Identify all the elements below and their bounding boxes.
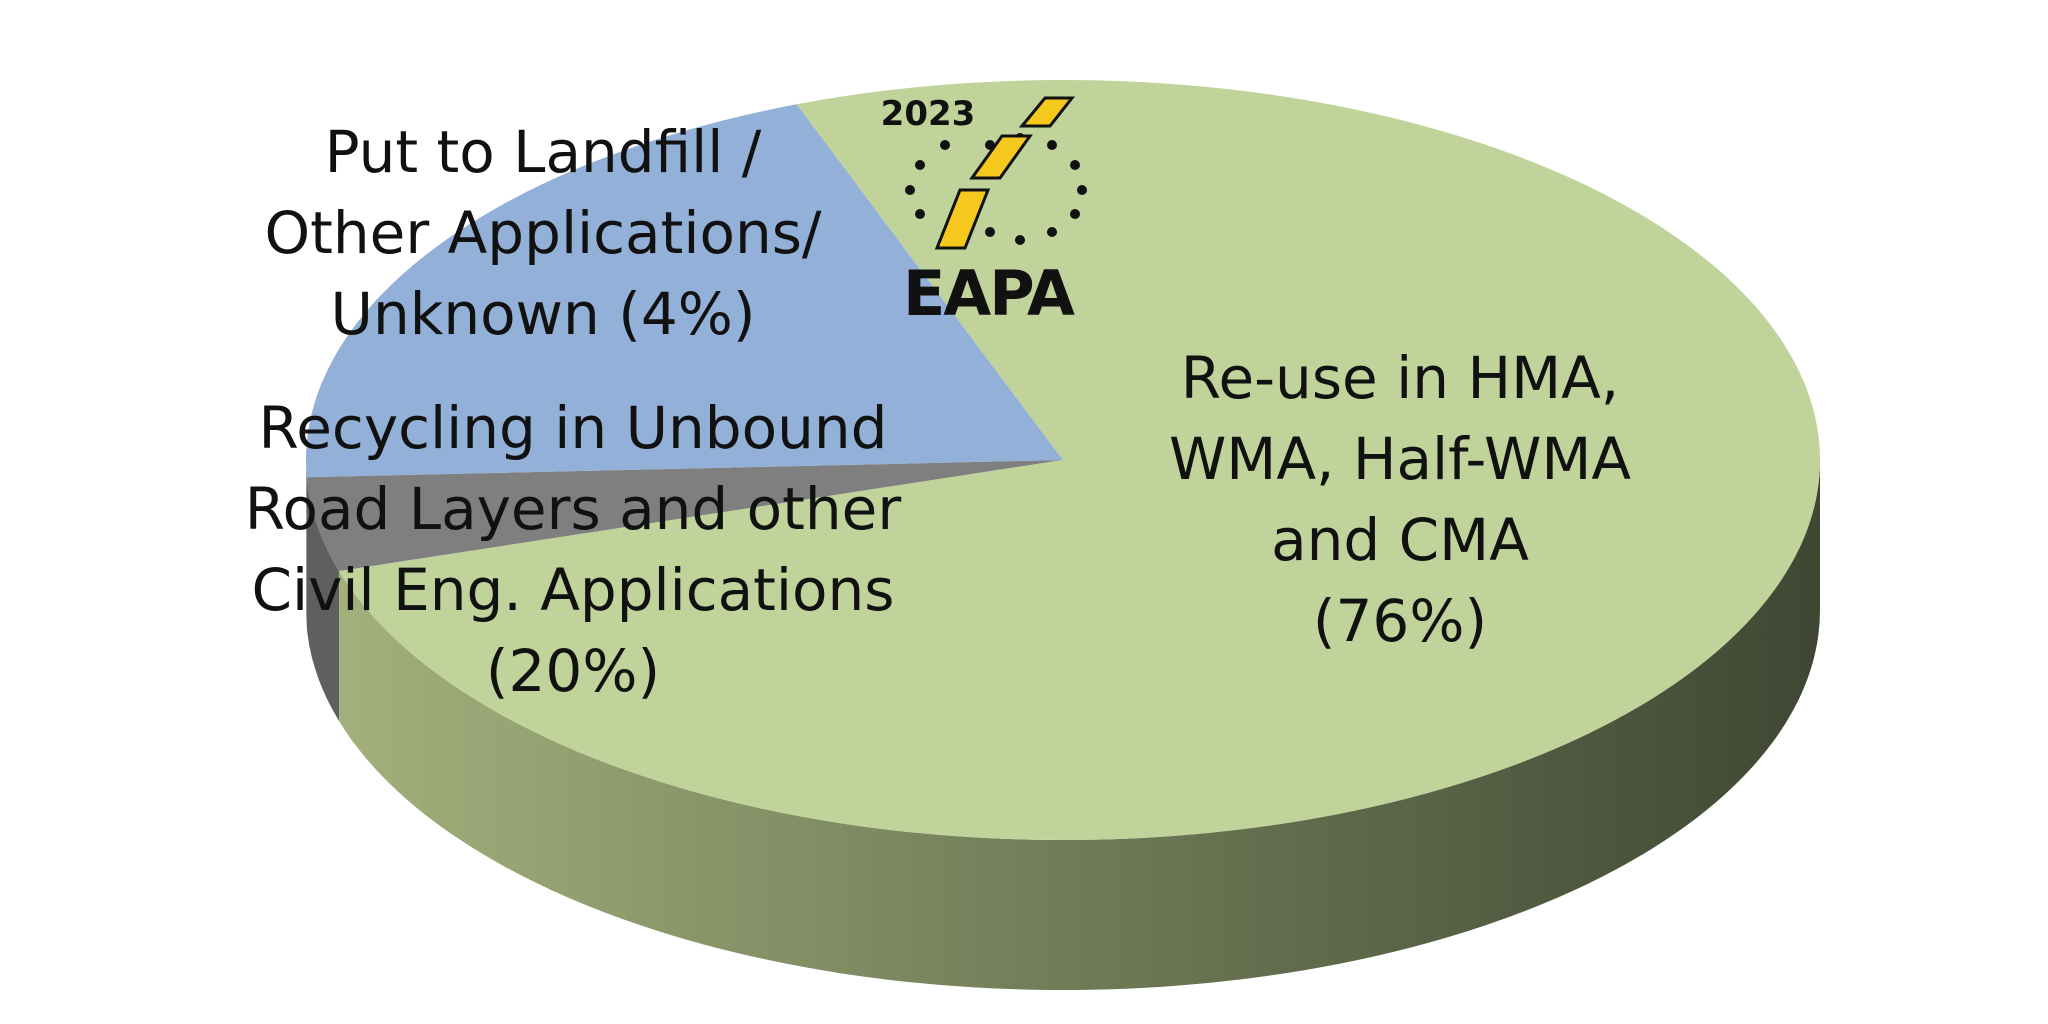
data-label-line: (20%) [486, 637, 660, 705]
logo-road-marks [934, 96, 1076, 250]
logo-wordmark: EAPA [903, 257, 1075, 330]
slice-side-reuse [339, 460, 1821, 991]
data-label-line: WMA, Half-WMA [1169, 425, 1631, 493]
data-label-line: Unknown (4%) [331, 280, 756, 348]
data-label-line: Re-use in HMA, [1181, 344, 1619, 412]
data-label-line: Other Applications/ [265, 199, 822, 267]
data-label-line: Put to Landfill / [325, 118, 762, 186]
data-label-line: Recycling in Unbound [259, 394, 888, 462]
data-label-line: (76%) [1313, 587, 1487, 655]
pie-sides [306, 460, 1821, 991]
eapa-logo: 2023 EAPA [881, 94, 1087, 330]
data-label-line: and CMA [1271, 506, 1529, 574]
slice-landfill [306, 460, 1063, 572]
slice-reuse [339, 79, 1820, 840]
data-label-reuse: Re-use in HMA, WMA, Half-WMA and CMA (76%) [1169, 344, 1631, 655]
data-label-line: Civil Eng. Applications [252, 556, 895, 624]
data-label-landfill: Put to Landfill / Other Applications/Unkn… [265, 118, 822, 348]
slice-recycling [305, 104, 1063, 478]
pie-tops [305, 79, 1820, 840]
logo-year: 2023 [881, 94, 976, 134]
slice-side-landfill [306, 477, 340, 722]
slice-side-recycling [306, 460, 307, 628]
data-label-line: Road Layers and other [245, 475, 902, 543]
